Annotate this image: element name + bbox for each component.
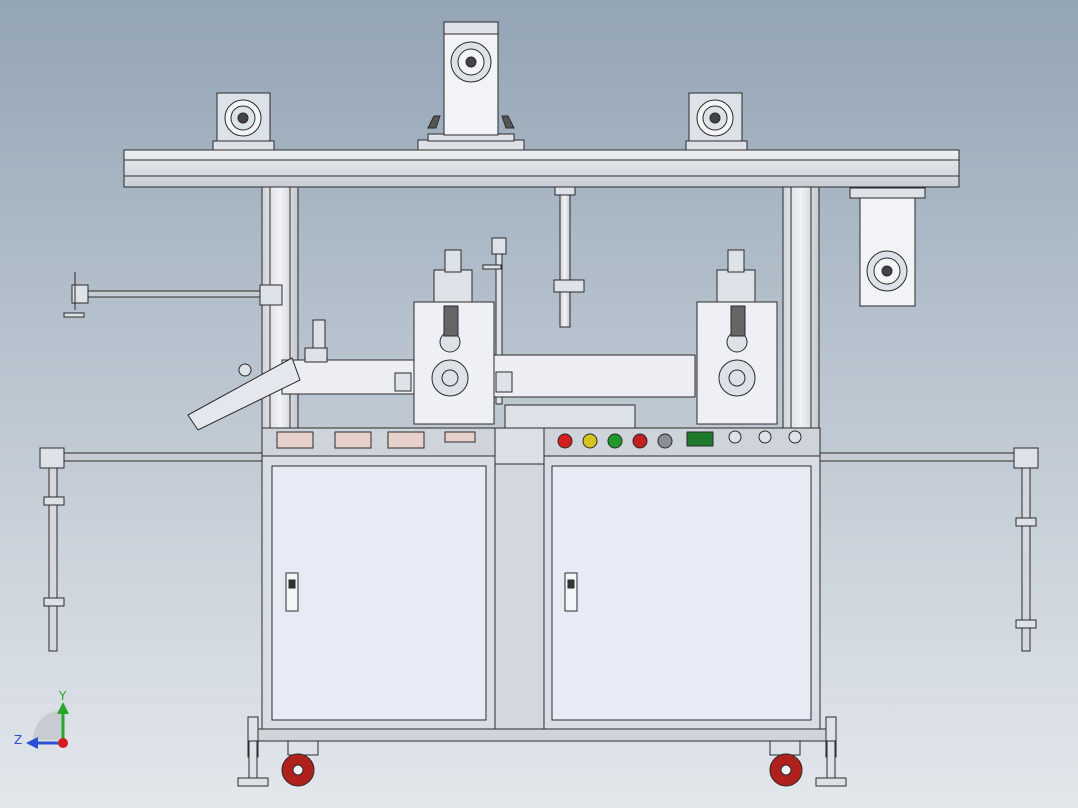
- cabinet-right: [543, 455, 821, 730]
- indicator-light-green[interactable]: [607, 433, 623, 449]
- indicator-light-red[interactable]: [557, 433, 573, 449]
- feeder-plate-left: [187, 319, 328, 431]
- center-shaft: [553, 186, 585, 328]
- frame-post-right: [782, 186, 820, 431]
- cabinet-door-left[interactable]: [271, 465, 487, 721]
- door-handle-left[interactable]: [285, 572, 299, 612]
- leveling-foot-left: [237, 716, 269, 787]
- roller-housing-left: [413, 249, 495, 425]
- sensor-post: [482, 237, 507, 405]
- center-column: [494, 463, 545, 730]
- door-handle-right[interactable]: [564, 572, 578, 612]
- guide-rod-left: [63, 272, 283, 318]
- table-bridge: [494, 427, 545, 465]
- base-frame: [247, 728, 835, 742]
- z-axis-label: Z: [14, 733, 22, 747]
- unwind-motor-center: [417, 21, 525, 151]
- gearbox-right: [685, 92, 748, 151]
- cabinet-door-right[interactable]: [551, 465, 812, 721]
- roller-housing-right: [696, 249, 778, 425]
- knob-2[interactable]: [758, 430, 772, 444]
- caster-right: [769, 740, 803, 787]
- top-crossbeam: [123, 149, 960, 188]
- support-rod-left: [39, 447, 263, 652]
- gearbox-left: [212, 92, 275, 151]
- laminating-frame: [281, 354, 696, 430]
- support-rod-right: [819, 447, 1039, 652]
- counter-display: [686, 431, 714, 447]
- leveling-foot-right: [815, 716, 847, 787]
- indicator-light-red-2[interactable]: [632, 433, 648, 449]
- side-motor-right: [849, 187, 926, 307]
- selector-switch[interactable]: [657, 433, 673, 449]
- knob-1[interactable]: [728, 430, 742, 444]
- coordinate-triad: Y Z: [14, 689, 69, 749]
- indicator-light-yellow[interactable]: [582, 433, 598, 449]
- control-panel-left: [261, 427, 496, 457]
- cabinet-left: [261, 455, 496, 730]
- caster-left: [281, 740, 319, 787]
- knob-3[interactable]: [788, 430, 802, 444]
- control-panel-right: [543, 427, 821, 457]
- y-axis-label: Y: [58, 689, 67, 703]
